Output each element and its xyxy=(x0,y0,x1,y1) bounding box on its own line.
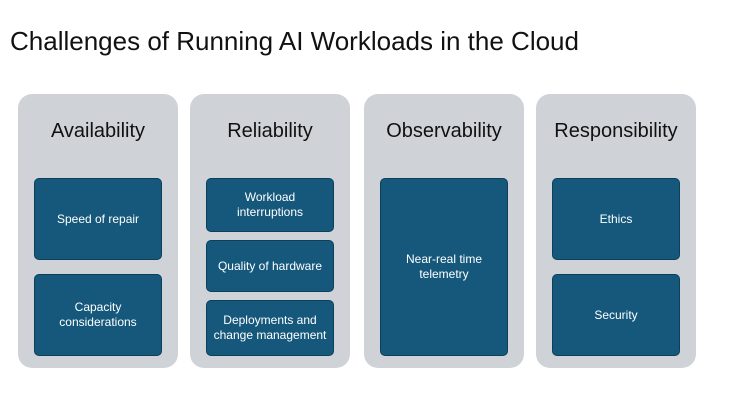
card-speed-of-repair: Speed of repair xyxy=(34,178,162,260)
column-reliability: Reliability Workload interruptions Quali… xyxy=(190,94,350,368)
slide-title: Challenges of Running AI Workloads in th… xyxy=(10,26,579,56)
card-deployments-and-change-management: Deployments and change management xyxy=(206,300,334,356)
card-quality-of-hardware: Quality of hardware xyxy=(206,240,334,292)
card-capacity-considerations: Capacity considerations xyxy=(34,274,162,356)
card-workload-interruptions: Workload interruptions xyxy=(206,178,334,232)
column-responsibility: Responsibility Ethics Security xyxy=(536,94,696,368)
column-heading: Reliability xyxy=(227,120,313,142)
card-near-real-time-telemetry: Near-real time telemetry xyxy=(380,178,508,356)
column-heading: Observability xyxy=(386,120,502,142)
column-availability: Availability Speed of repair Capacity co… xyxy=(18,94,178,368)
column-heading: Availability xyxy=(50,120,146,142)
column-observability: Observability Near-real time telemetry xyxy=(364,94,524,368)
card-security: Security xyxy=(552,274,680,356)
column-heading: Responsibility xyxy=(554,120,678,142)
card-ethics: Ethics xyxy=(552,178,680,260)
